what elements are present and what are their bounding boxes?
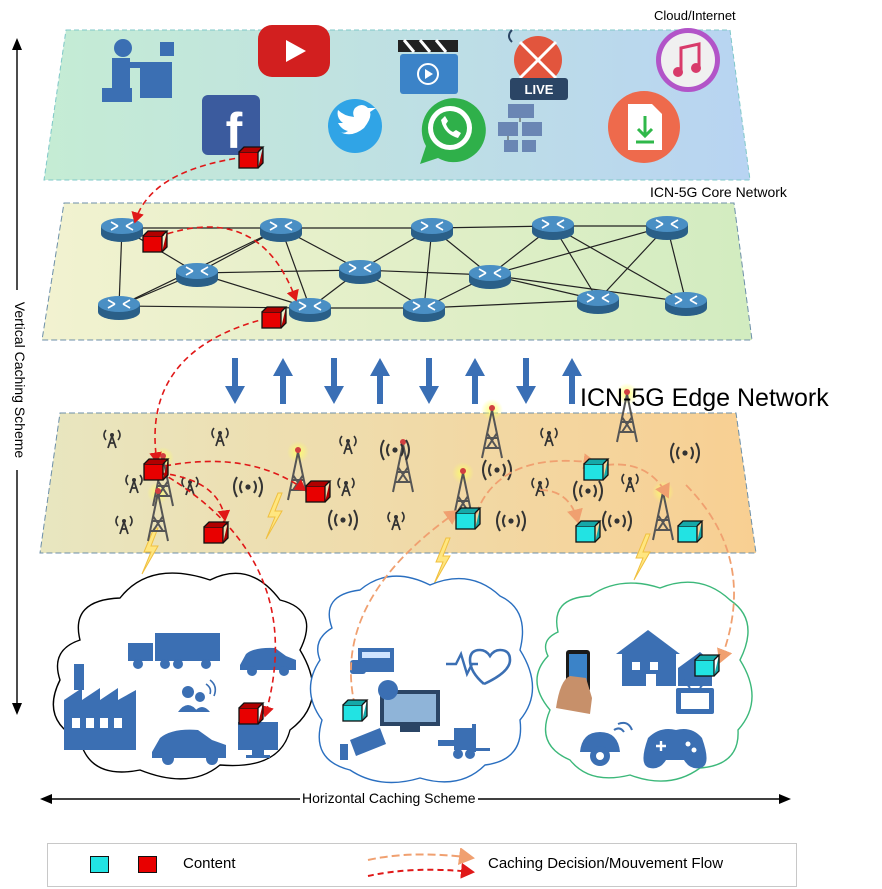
legend-red-cube bbox=[138, 856, 157, 873]
down-arrow bbox=[419, 358, 439, 404]
heart-rate-icon bbox=[446, 648, 512, 686]
up-arrow bbox=[465, 358, 485, 404]
core-router bbox=[175, 262, 219, 288]
legend-content-label: Content bbox=[183, 855, 236, 872]
computer-monitor-icon bbox=[238, 722, 278, 758]
down-arrow bbox=[516, 358, 536, 404]
cloud-internet-label: Cloud/Internet bbox=[654, 8, 736, 23]
car-icon bbox=[240, 647, 296, 676]
content-cyan-cube bbox=[694, 654, 721, 677]
edge-network-label: ICN-5G Edge Network bbox=[580, 384, 829, 412]
surveillance-screens-icon bbox=[378, 680, 440, 732]
core-router bbox=[100, 217, 144, 243]
youtube-icon bbox=[258, 25, 330, 77]
security-camera-icon bbox=[340, 728, 386, 760]
video-clapperboard-icon bbox=[398, 39, 458, 94]
svg-text:f: f bbox=[226, 103, 243, 159]
desk-user-icon bbox=[102, 39, 174, 102]
content-red-cube bbox=[238, 702, 265, 725]
factory-icon bbox=[64, 664, 136, 750]
car-icon bbox=[152, 729, 226, 765]
download-file-icon bbox=[608, 91, 680, 163]
core-router bbox=[288, 297, 332, 323]
core-router bbox=[531, 215, 575, 241]
down-arrow bbox=[225, 358, 245, 404]
core-router bbox=[664, 291, 708, 317]
smartphone-hand-icon bbox=[556, 650, 592, 714]
content-cyan-cube bbox=[575, 520, 602, 543]
payment-card-icon bbox=[350, 648, 394, 674]
content-red-cube bbox=[143, 458, 170, 481]
red-caching-flow bbox=[131, 156, 307, 718]
legend-flow-arrows bbox=[367, 848, 475, 879]
content-red-cube bbox=[142, 230, 169, 253]
content-red-cube bbox=[305, 480, 332, 503]
server-icon bbox=[498, 104, 542, 152]
legend: Content Caching Decision/Mouvement Flow bbox=[47, 843, 797, 887]
content-cyan-cube bbox=[677, 520, 704, 543]
up-arrow bbox=[370, 358, 390, 404]
cloud-internet-layer: LIVE f bbox=[43, 25, 751, 181]
core-network-layer bbox=[41, 202, 753, 341]
core-router bbox=[576, 289, 620, 315]
smart-city-devices-cloud bbox=[309, 575, 534, 784]
security-camera-wifi-icon bbox=[580, 721, 633, 766]
up-arrow bbox=[273, 358, 293, 404]
gamepad-icon bbox=[643, 729, 707, 769]
core-router bbox=[402, 297, 446, 323]
live-stream-icon: LIVE bbox=[508, 29, 568, 100]
core-router bbox=[468, 264, 512, 290]
core-router bbox=[645, 215, 689, 241]
vertical-caching-label: Vertical Caching Scheme bbox=[12, 290, 28, 470]
horizontal-caching-label: Horizontal Caching Scheme bbox=[300, 790, 478, 806]
content-red-cube bbox=[238, 146, 265, 169]
legend-cyan-cube bbox=[90, 856, 109, 873]
industrial-devices-cloud bbox=[52, 572, 314, 780]
content-cyan-cube bbox=[583, 458, 610, 481]
live-badge-text: LIVE bbox=[525, 82, 554, 97]
core-router bbox=[410, 217, 454, 243]
facebook-icon: f bbox=[202, 95, 260, 159]
content-cyan-cube bbox=[342, 699, 369, 722]
legend-flow-label: Caching Decision/Mouvement Flow bbox=[488, 855, 724, 872]
up-arrow bbox=[562, 358, 582, 404]
edge-network-layer bbox=[39, 383, 757, 585]
forklift-icon bbox=[438, 724, 490, 759]
truck-icon bbox=[128, 633, 220, 669]
content-cubes bbox=[142, 146, 721, 725]
core-edge-exchange-arrows bbox=[225, 358, 582, 404]
music-icon bbox=[656, 28, 720, 92]
tv-icon bbox=[676, 679, 714, 714]
core-network-label: ICN-5G Core Network bbox=[650, 184, 787, 200]
home-devices-cloud bbox=[536, 581, 753, 782]
whatsapp-icon bbox=[420, 98, 486, 164]
down-arrow bbox=[324, 358, 344, 404]
content-red-cube bbox=[203, 521, 230, 544]
twitter-icon bbox=[328, 99, 382, 153]
users-wifi-icon bbox=[178, 679, 217, 712]
core-router bbox=[338, 259, 382, 285]
core-router bbox=[259, 217, 303, 243]
orange-caching-flow bbox=[350, 453, 735, 707]
content-cyan-cube bbox=[455, 507, 482, 530]
core-router bbox=[97, 295, 141, 321]
content-red-cube bbox=[261, 306, 288, 329]
